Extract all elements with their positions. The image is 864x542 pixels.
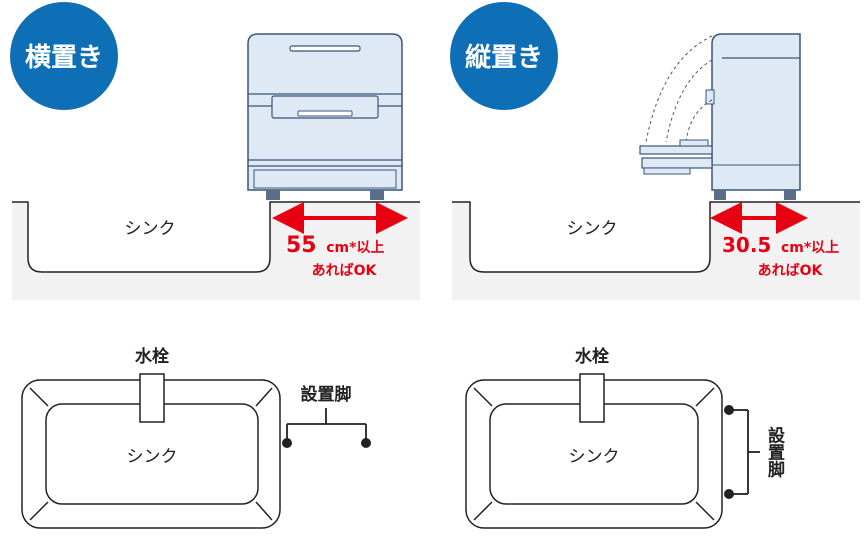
clearance-unit-right: cm*以上: [781, 240, 839, 256]
legs-label-right: 設置脚: [764, 425, 785, 478]
clearance-number-right: 30.5: [722, 233, 771, 257]
faucet-right: [579, 373, 605, 423]
vertical-side-view: シンク 30.5 cm*以上 あればOK 縦置き: [450, 2, 860, 300]
legs-bracket-right: [732, 409, 760, 495]
badge-circle-right: [450, 2, 558, 110]
clearance-number-left: 55: [286, 233, 317, 258]
clearance-unit-left: cm*以上: [326, 240, 384, 256]
clearance-note-right: あればOK: [758, 263, 824, 279]
clearance-value-right: 30.5 cm*以上: [722, 233, 839, 257]
leg-dot-right-2: [724, 489, 734, 499]
sink-outline-right: [452, 201, 860, 273]
dishwasher-front: [247, 33, 403, 200]
horizontal-plan-view: 水栓 シンク 設置脚: [21, 346, 371, 529]
sink-label-left: シンク: [125, 219, 176, 239]
sink-label-right: シンク: [567, 219, 618, 239]
legs-bracket-left: [286, 408, 367, 440]
clearance-note-left: あればOK: [312, 263, 378, 279]
horizontal-side-view: シンク 55 cm*以上 あればOK 横置き: [10, 2, 420, 300]
plan-sink-label-left: シンク: [127, 447, 178, 467]
dishwasher-side: [639, 33, 801, 200]
badge-label-right: 縦置き: [465, 43, 543, 73]
badge-label-left: 横置き: [25, 43, 103, 73]
vertical-plan-view: 水栓 シンク 設置脚: [465, 346, 785, 529]
sink-outline-left: [12, 201, 420, 273]
clearance-value-left: 55 cm*以上: [286, 233, 384, 258]
leg-dot-right-1: [724, 405, 734, 415]
badge-circle-left: [10, 2, 118, 110]
faucet-label-right: 水栓: [575, 346, 609, 367]
legs-label-left: 設置脚: [301, 384, 352, 405]
faucet-label-left: 水栓: [135, 346, 169, 367]
leg-dot-left-2: [361, 438, 371, 448]
leg-dot-left-1: [282, 438, 292, 448]
faucet-left: [139, 373, 165, 423]
plan-sink-label-right: シンク: [569, 447, 620, 467]
